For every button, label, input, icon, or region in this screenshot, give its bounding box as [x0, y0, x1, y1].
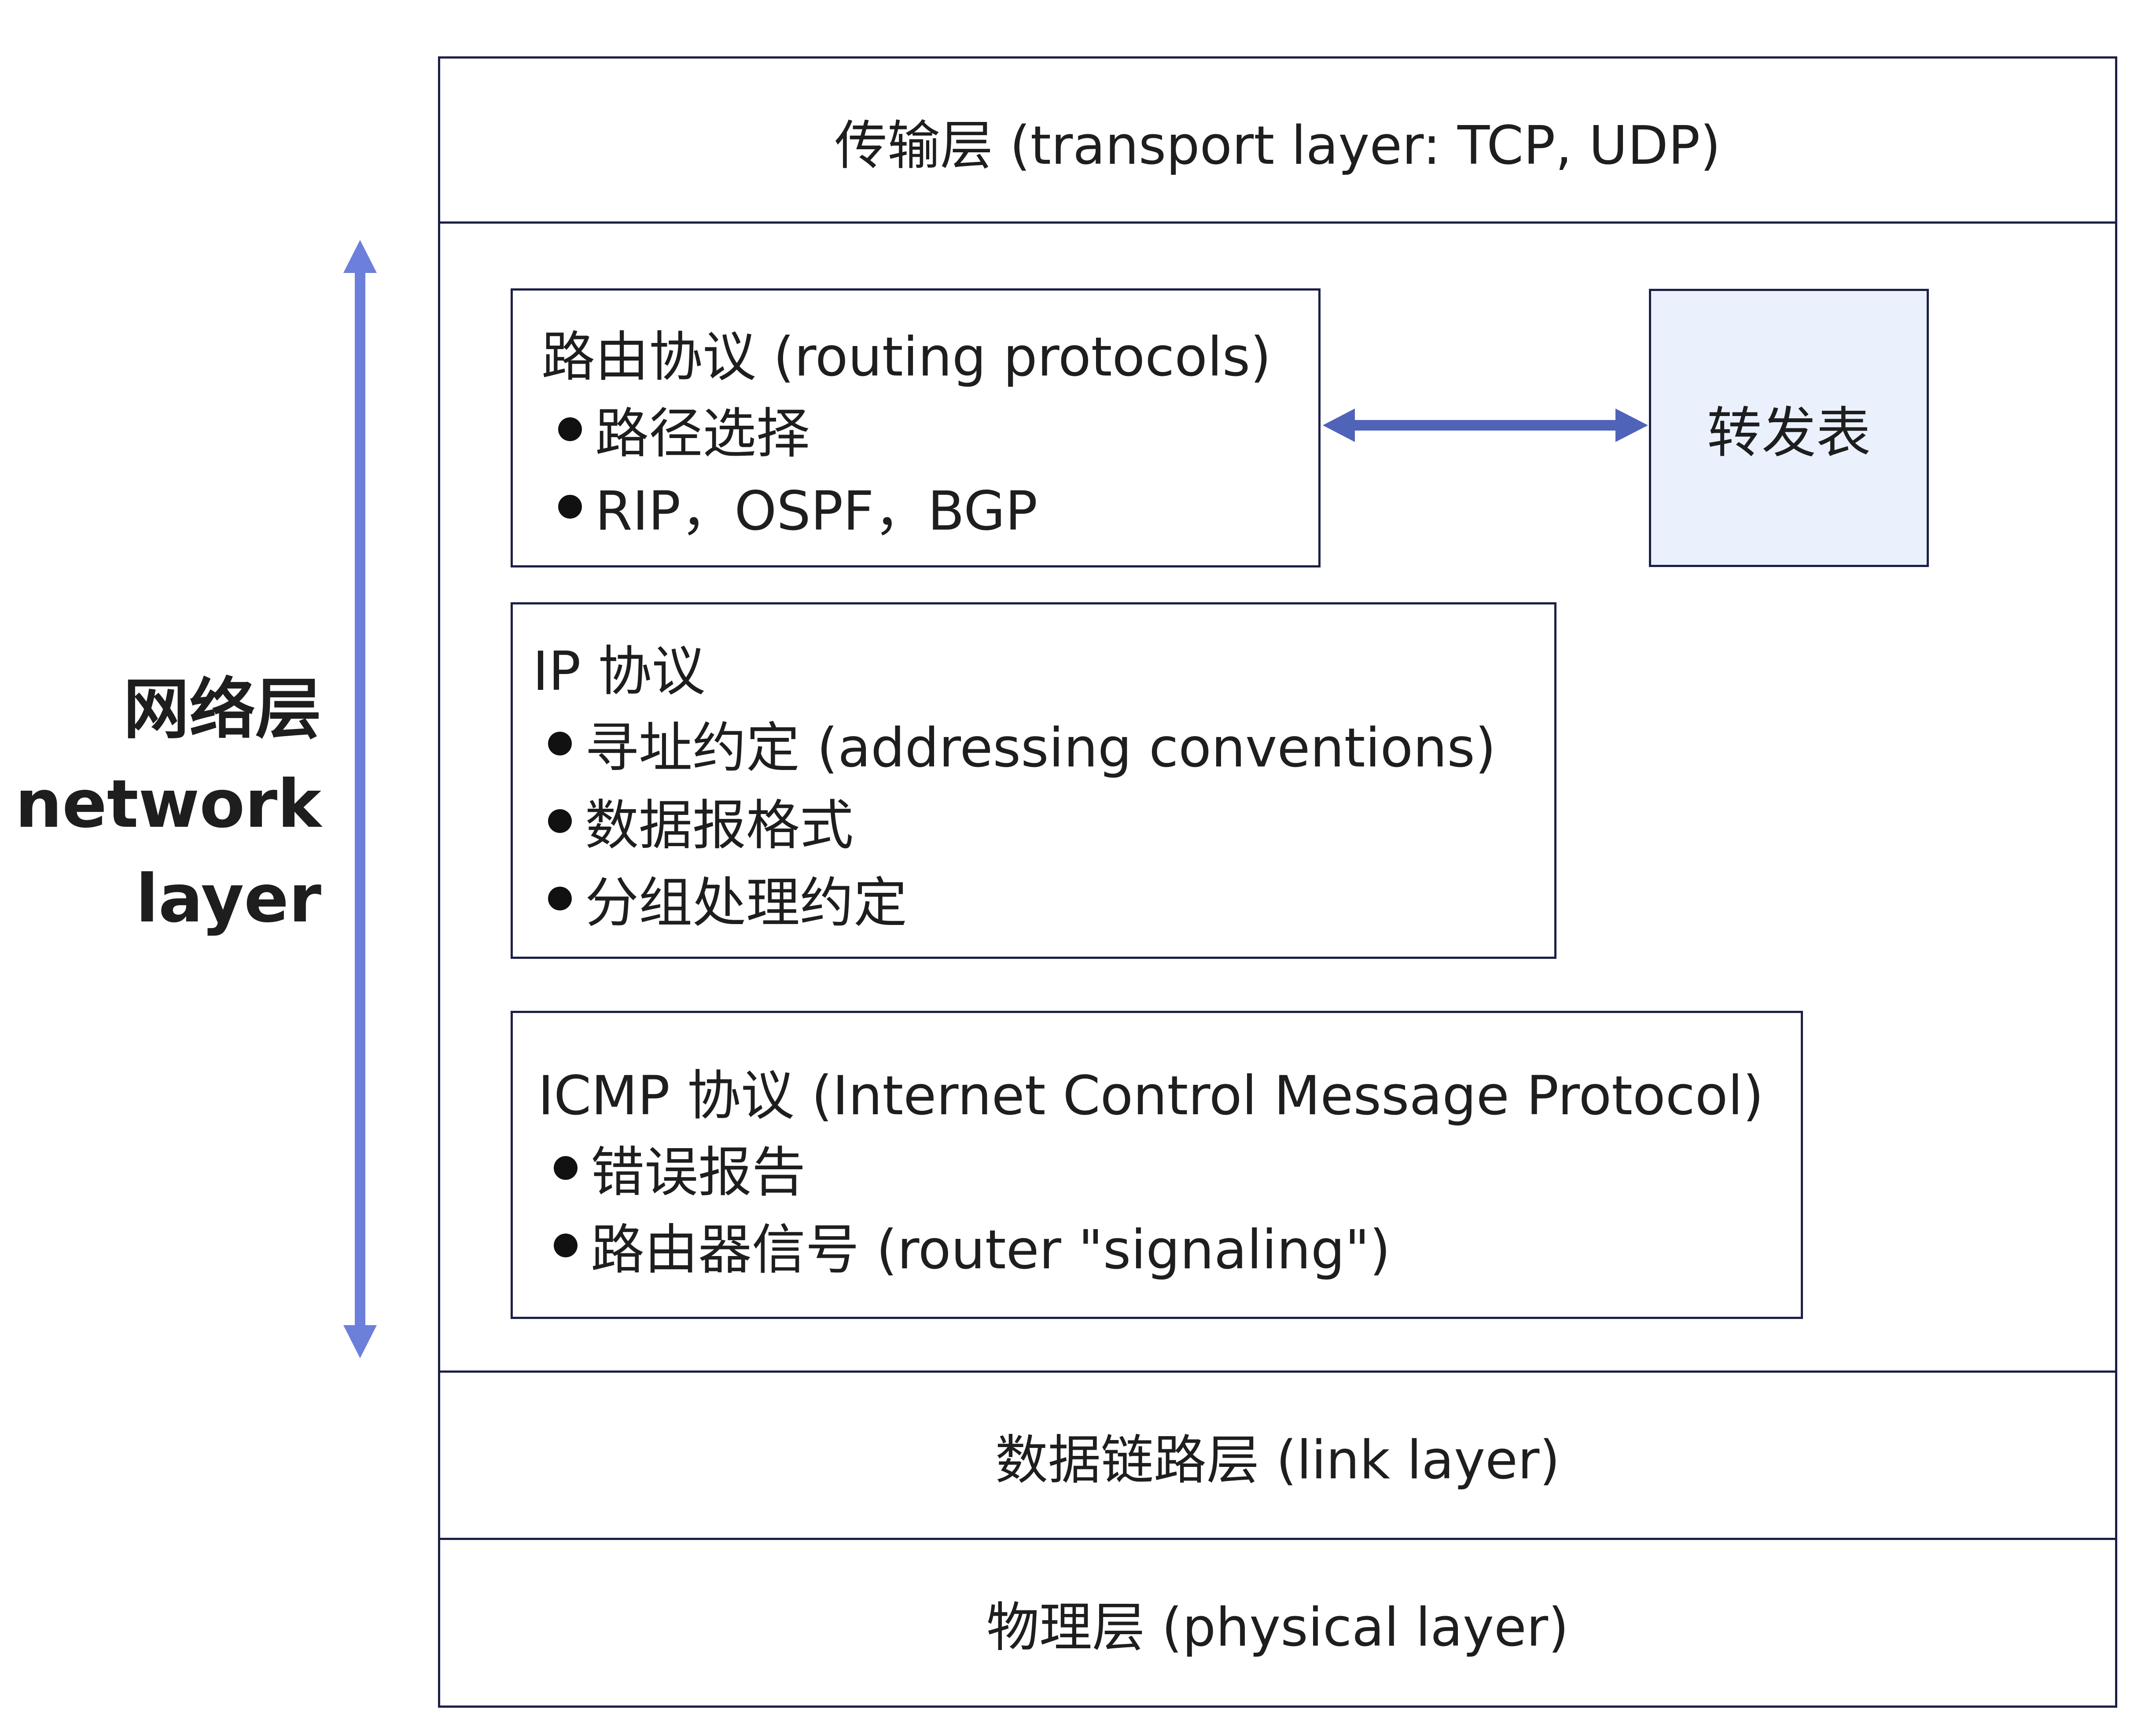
ip-bullet-1: 寻址约定 (addressing conventions) — [548, 704, 1496, 782]
routing-bullet-1-text: 路径选择 — [595, 402, 810, 465]
bullet-dot — [554, 1233, 578, 1257]
routing-bullet-2: RIP，OSPF，BGP — [558, 468, 1038, 545]
arrow-head-right-icon — [1615, 409, 1648, 442]
routing-protocols-box — [511, 288, 1321, 567]
transport-divider — [438, 221, 2117, 224]
routing-forwarding-arrow — [1323, 409, 1648, 442]
icmp-protocol-box — [511, 1011, 1803, 1319]
physical-layer-label: 物理层 (physical layer) — [986, 1597, 1569, 1658]
protocol-stack-frame — [438, 56, 2117, 1708]
icmp-bullet-2-text: 路由器信号 (router "signaling") — [591, 1219, 1391, 1281]
network-layer-label: 网络层 network layer — [15, 663, 321, 947]
link-layer: 数据链路层 (link layer) — [438, 1373, 2117, 1538]
arrow-head-up-icon — [343, 240, 377, 273]
link-layer-label: 数据链路层 (link layer) — [995, 1429, 1560, 1491]
bullet-dot — [554, 1156, 578, 1180]
routing-bullet-1: 路径选择 — [558, 390, 810, 468]
icmp-protocol-title: ICMP 协议 (Internet Control Message Protoc… — [538, 1065, 1764, 1127]
transport-layer-label: 传输层 (transport layer: TCP, UDP) — [834, 115, 1721, 177]
icmp-bullet-2: 路由器信号 (router "signaling") — [554, 1206, 1391, 1284]
arrow-head-left-icon — [1323, 409, 1355, 442]
arrow-head-down-icon — [343, 1325, 377, 1358]
network-layer-span-arrow — [343, 240, 377, 1358]
routing-protocols-title: 路由协议 (routing protocols) — [541, 326, 1271, 388]
forwarding-table-box: 转发表 — [1649, 289, 1929, 567]
bullet-dot — [548, 886, 572, 910]
routing-bullet-2-text: RIP，OSPF，BGP — [595, 480, 1038, 542]
ip-bullet-3-text: 分组处理约定 — [585, 872, 907, 934]
bullet-dot — [548, 809, 572, 833]
icmp-bullet-1: 错误报告 — [554, 1129, 806, 1207]
link-divider — [438, 1538, 2117, 1540]
network-divider — [438, 1370, 2117, 1373]
physical-layer: 物理层 (physical layer) — [438, 1540, 2117, 1706]
ip-bullet-2-text: 数据报格式 — [585, 794, 854, 857]
ip-protocol-box — [511, 602, 1556, 959]
network-layer-label-zh: 网络层 — [123, 671, 321, 748]
network-layer-label-en-2: layer — [136, 861, 321, 937]
transport-layer: 传输层 (transport layer: TCP, UDP) — [438, 59, 2117, 223]
bullet-dot — [558, 417, 582, 441]
network-layer-label-en-1: network — [15, 766, 321, 843]
bullet-dot — [548, 731, 572, 755]
ip-bullet-3: 分组处理约定 — [548, 859, 907, 937]
bullet-dot — [558, 494, 582, 519]
ip-bullet-1-text: 寻址约定 (addressing conventions) — [585, 717, 1496, 779]
ip-bullet-2: 数据报格式 — [548, 782, 854, 860]
forwarding-table-label: 转发表 — [1707, 402, 1871, 465]
ip-protocol-title: IP 协议 — [533, 640, 706, 703]
icmp-bullet-1-text: 错误报告 — [591, 1141, 806, 1204]
